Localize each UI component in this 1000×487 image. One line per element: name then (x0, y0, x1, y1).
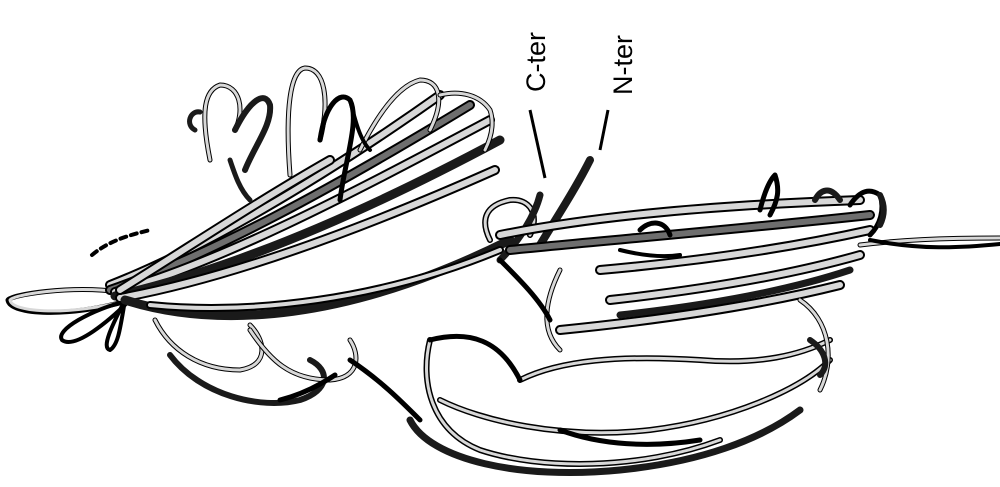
linker-region (485, 160, 590, 350)
c-ter-leader-line (530, 110, 545, 178)
right-domain (350, 175, 1000, 473)
n-ter-leader-line (600, 110, 608, 150)
left-domain (8, 68, 510, 403)
terminus-labels: C-ter N-ter (521, 32, 638, 178)
c-ter-label: C-ter (521, 32, 551, 92)
n-ter-label: N-ter (608, 35, 638, 95)
